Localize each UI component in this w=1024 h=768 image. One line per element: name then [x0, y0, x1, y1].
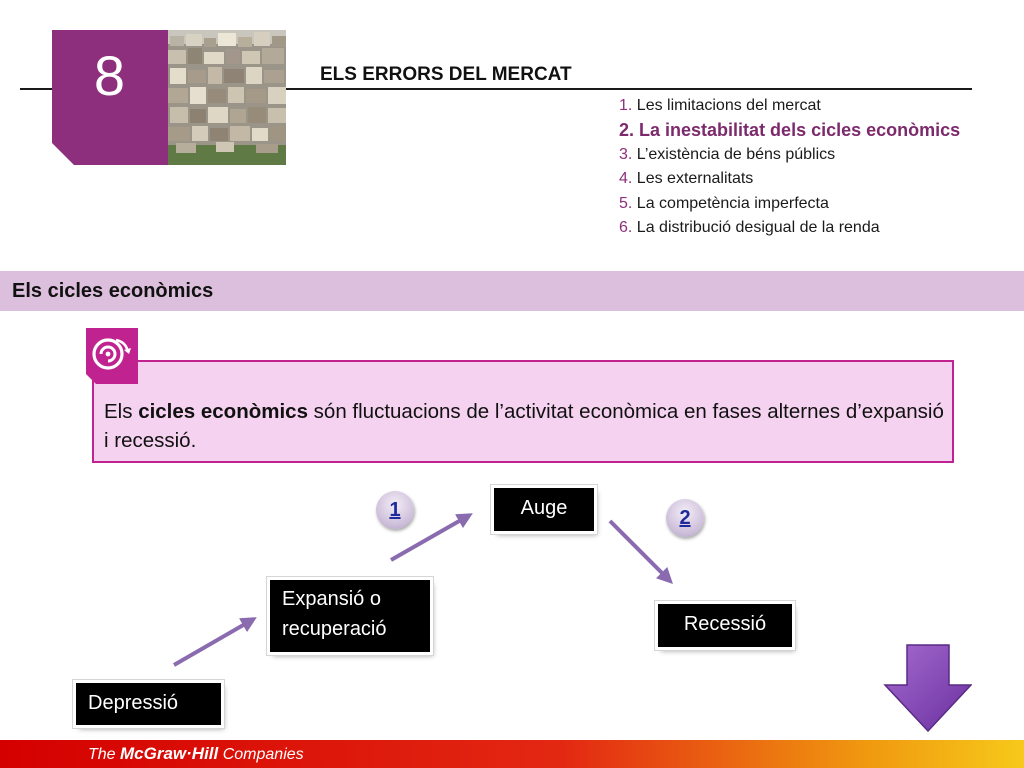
chapter-tab: [52, 30, 168, 165]
toc-item[interactable]: 1. Les limitacions del mercat: [619, 97, 821, 114]
chapter-photo: [168, 30, 286, 165]
arrow-depressio-to-expansio: [173, 617, 257, 667]
hillside-houses-image: [168, 30, 286, 165]
publisher-logo: The McGraw·Hill Companies: [88, 744, 304, 763]
phase-expansio: Expansió o recuperació: [270, 580, 430, 652]
chapter-title: ELS ERRORS DEL MERCAT: [320, 64, 572, 85]
section-bar: [0, 271, 1024, 311]
toc-item[interactable]: 6. La distribució desigual de la renda: [619, 219, 880, 237]
phase-auge: Auge: [494, 488, 594, 531]
toc-item[interactable]: 4. Les externalitats: [619, 170, 754, 188]
definition-text: Els cicles econòmics són fluctuacions de…: [104, 400, 944, 452]
toc-item[interactable]: 3. L’existència de béns públics: [619, 145, 836, 163]
link-button-2[interactable]: 2: [666, 499, 704, 537]
table-of-contents: 1. Les limitacions del mercat 2. La ines…: [619, 94, 960, 240]
definition-term: cicles econòmics: [138, 400, 308, 423]
arrow-auge-to-recessio: [608, 519, 673, 584]
link-button-1[interactable]: 1: [376, 491, 414, 529]
header-rule: [20, 88, 972, 90]
spiral-arrow-icon: [86, 328, 138, 384]
footer-bar: [0, 740, 1024, 768]
phase-recessio: Recessió: [658, 604, 792, 647]
down-arrow-icon[interactable]: [882, 642, 973, 733]
chapter-number: 8: [93, 44, 127, 107]
section-title: Els cicles econòmics: [12, 280, 214, 302]
phase-depressio: Depressió: [76, 683, 221, 725]
toc-item-active[interactable]: 2. La inestabilitat dels cicles econòmic…: [619, 120, 961, 141]
toc-item[interactable]: 5. La competència imperfecta: [619, 194, 829, 212]
definition-box: [92, 360, 954, 463]
